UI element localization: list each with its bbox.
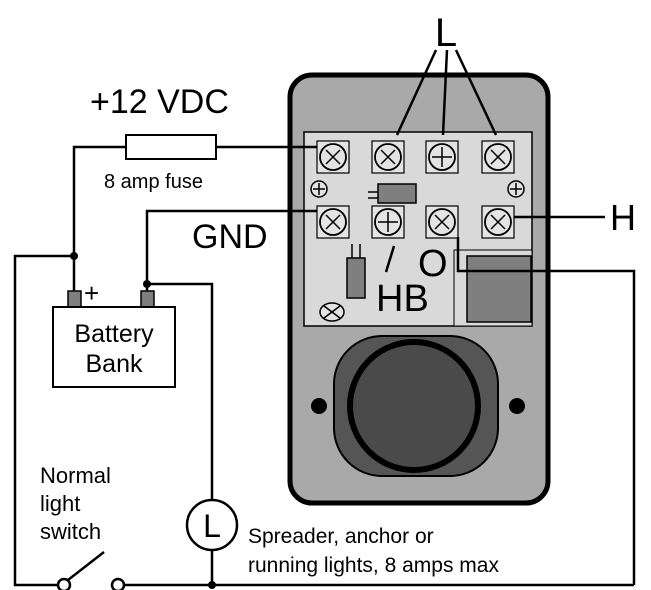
hb-label: HB (376, 278, 429, 320)
battery-label: Bank (86, 350, 143, 378)
high-label: H (610, 197, 636, 238)
terminal-screw (371, 205, 405, 239)
lamp-wires-label: L (435, 11, 457, 55)
mounting-screw (319, 302, 345, 322)
vertical-component (346, 244, 366, 299)
mounting-screw (310, 180, 328, 198)
mounting-hole (509, 398, 525, 414)
lamp-symbol-label: L (203, 508, 221, 544)
sensor-lens (347, 339, 481, 473)
battery-bank (52, 290, 176, 388)
mounting-screw (507, 180, 525, 198)
junction-dot (143, 280, 151, 288)
fuse-label: 8 amp fuse (104, 171, 203, 193)
terminal-screw (316, 140, 350, 174)
mounting-hole (311, 398, 327, 414)
switch-label: Normal (40, 463, 111, 488)
fuse (125, 134, 217, 160)
lamp-icon (185, 498, 239, 552)
terminal-screw (371, 140, 405, 174)
output-label: O (418, 243, 448, 285)
light-switch (56, 551, 126, 590)
voltage-label: +12 VDC (90, 83, 229, 121)
horizontal-component (368, 183, 417, 204)
wiring (13, 49, 636, 587)
ground-label: GND (192, 218, 268, 256)
terminal-screw (481, 140, 515, 174)
junction-dot (70, 252, 78, 260)
switch-lever (67, 551, 105, 581)
battery-label: Battery (74, 320, 154, 348)
terminal-screw (425, 140, 459, 174)
switch-label: light (40, 491, 80, 516)
battery-terminal-positive (67, 290, 82, 308)
terminal-screw (481, 205, 515, 239)
switch-contact (56, 577, 72, 590)
battery-plus-label: + (84, 278, 99, 308)
junction-dot (208, 581, 216, 589)
relay-component (466, 255, 532, 323)
switch-contact (110, 577, 126, 590)
switch-label: switch (40, 519, 101, 544)
battery-body (52, 306, 176, 388)
lights-label: Spreader, anchor or (248, 525, 434, 548)
lights-label: running lights, 8 amps max (248, 554, 499, 577)
battery-terminal-negative (140, 290, 155, 308)
controller-unit (287, 72, 551, 506)
terminal-screw (425, 205, 459, 239)
terminal-screw (316, 205, 350, 239)
